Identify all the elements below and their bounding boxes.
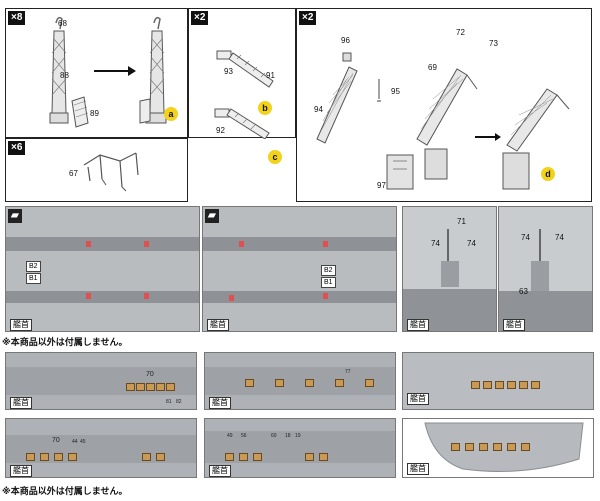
quantity-badge: ×8 [8, 11, 26, 25]
part-number: 49 [227, 433, 233, 439]
part-number: 18 [285, 433, 291, 439]
part-number: 88 [60, 71, 69, 80]
quantity-badge: ×2 [191, 11, 209, 25]
disclaimer-note-1: ※本商品以外は付属しません。 [2, 338, 128, 348]
deck-photo-middle: ▰ B2 B1 艦首 [202, 206, 397, 332]
hull-photo-1: 70 81 82 艦首 [5, 352, 197, 410]
bow-label: 艦首 [209, 465, 231, 477]
part-number: 74 [431, 239, 440, 248]
bow-label: 艦首 [209, 397, 231, 409]
bow-hull-shape [424, 422, 584, 472]
part-number: 89 [90, 109, 99, 118]
mast-photo-left: 71 74 74 艦首 [402, 206, 497, 332]
part-number: 74 [555, 233, 564, 242]
part-number: 93 [224, 67, 233, 76]
part-number: 95 [391, 87, 400, 96]
label-b2: B2 [26, 261, 41, 272]
part-number: 91 [266, 71, 275, 80]
assembly-panel-tower: ×8 68 88 89 a [5, 8, 188, 138]
part-number: 77 [345, 369, 351, 375]
part-number: 96 [341, 36, 350, 45]
part-number: 19 [295, 433, 301, 439]
bow-label: 艦首 [10, 465, 32, 477]
part-number: 63 [519, 287, 528, 296]
hull-photo-3: 艦首 [402, 352, 594, 410]
part-number: 74 [521, 233, 530, 242]
bow-label: 艦首 [407, 319, 429, 331]
part-number: 67 [69, 169, 78, 178]
part-number: 94 [314, 105, 323, 114]
part-number: 45 [80, 439, 86, 445]
part-number: 72 [456, 28, 465, 37]
label-b1: B1 [26, 273, 41, 284]
part-number: 71 [457, 217, 466, 226]
assembly-panel-crane: ×2 96 72 73 69 95 94 97 d [296, 8, 592, 202]
step-marker-a: a [164, 107, 178, 121]
part-number: 70 [52, 437, 60, 444]
quantity-badge: ×2 [299, 11, 317, 25]
step-marker-b: b [258, 101, 272, 115]
part-number: 73 [489, 39, 498, 48]
bracket-part-illustration [83, 152, 139, 192]
quantity-badge: ×6 [8, 141, 26, 155]
hull-photo-6: 艦首 [402, 418, 594, 478]
part-number: 97 [377, 181, 386, 190]
hull-photo-4: 70 44 45 艦首 [5, 418, 197, 478]
bow-label: 艦首 [10, 319, 32, 331]
bow-label: 艦首 [407, 463, 429, 475]
ladder-part-illustration [214, 50, 274, 139]
part-number: 44 [72, 439, 78, 445]
disclaimer-note-2: ※本商品以外は付属しません。 [2, 487, 128, 497]
photo-icon: ▰ [8, 209, 22, 223]
hull-photo-5: 49 56 60 18 19 艦首 [204, 418, 396, 478]
part-number: 68 [58, 19, 67, 28]
step-marker-c-visible: c [268, 150, 282, 164]
part-number: 92 [216, 126, 225, 135]
assembly-panel-bracket: ×6 67 c [5, 138, 188, 202]
label-b2: B2 [321, 265, 336, 276]
tower-part-illustration [49, 16, 167, 128]
hull-photo-2: 77 艦首 [204, 352, 396, 410]
deck-photo-left: ▰ B2 B1 艦首 [5, 206, 200, 332]
part-number: 74 [467, 239, 476, 248]
bow-label: 艦首 [407, 393, 429, 405]
label-b1: B1 [321, 277, 336, 288]
photo-icon: ▰ [205, 209, 219, 223]
crane-part-illustration [316, 52, 570, 190]
part-number: 82 [176, 399, 182, 405]
bow-label: 艦首 [10, 397, 32, 409]
bow-label: 艦首 [503, 319, 525, 331]
part-number: 56 [241, 433, 247, 439]
assembly-panel-ladders: ×2 93 91 92 b [188, 8, 296, 139]
bow-label: 艦首 [207, 319, 229, 331]
mast-photo-right: 74 74 63 艦首 [498, 206, 593, 332]
part-number: 60 [271, 433, 277, 439]
part-number: 69 [428, 63, 437, 72]
part-number: 81 [166, 399, 172, 405]
step-marker-d: d [541, 167, 555, 181]
part-number: 70 [146, 371, 154, 378]
